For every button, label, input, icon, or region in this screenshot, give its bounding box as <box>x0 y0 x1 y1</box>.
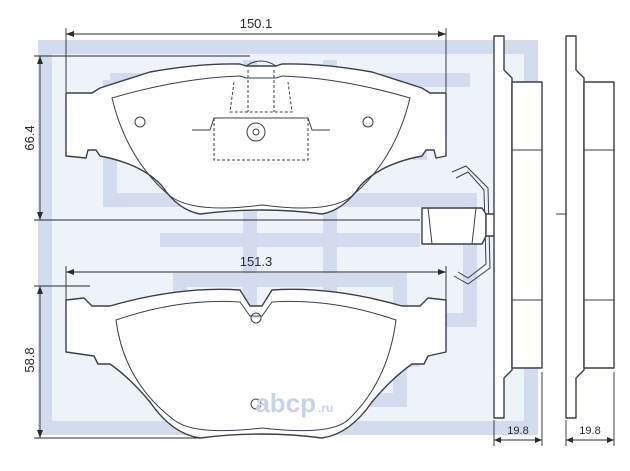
dim-side-left-label: 19.8 <box>507 425 528 437</box>
dim-bottom-height-label: 58.8 <box>22 347 37 372</box>
watermark-text: abcp .ru <box>255 388 333 418</box>
bottom-brake-pad <box>65 288 447 439</box>
dim-side-right-label: 19.8 <box>579 425 600 437</box>
dim-top-height-label: 66.4 <box>22 125 37 150</box>
dimension-side-thickness-left: 19.8 <box>493 372 543 446</box>
top-brake-pad <box>65 60 447 215</box>
side-view-right <box>556 35 615 419</box>
watermark-brand: abcp <box>255 388 316 418</box>
dim-bottom-width-label: 151.3 <box>240 254 273 269</box>
dimension-top-width: 150.1 <box>65 16 447 92</box>
watermark-tld: .ru <box>318 401 333 415</box>
dimension-top-height: 66.4 <box>22 55 420 221</box>
dim-top-width-label: 150.1 <box>240 16 273 31</box>
dimension-bottom-width: 151.3 <box>65 254 447 300</box>
side-view-left <box>493 35 543 419</box>
dimension-bottom-height: 58.8 <box>22 285 200 439</box>
dimension-side-thickness-right: 19.8 <box>565 372 615 446</box>
